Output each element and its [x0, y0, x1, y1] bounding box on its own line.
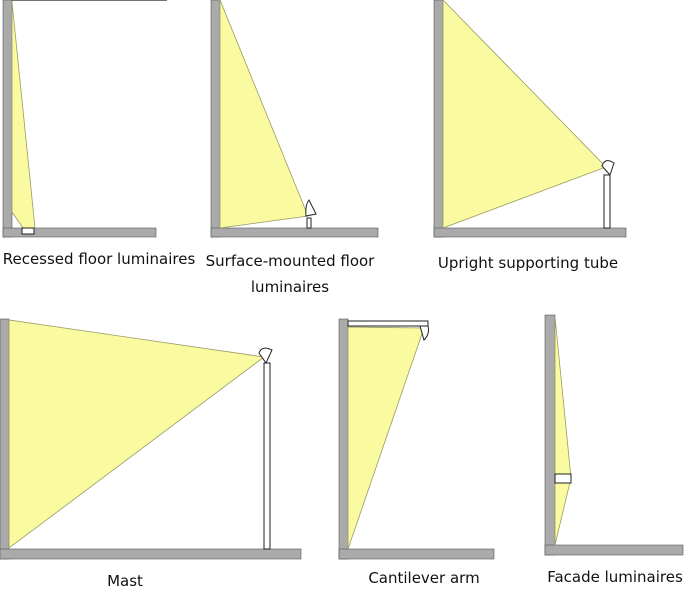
light-beam: [219, 0, 309, 229]
floor: [338, 548, 495, 560]
wall: [210, 0, 221, 238]
surface-luminaire: [305, 199, 317, 217]
floor: [210, 227, 379, 238]
caption-facade: Facade luminaires: [547, 568, 683, 586]
recessed-luminaire: [21, 227, 35, 235]
mast-pole: [263, 362, 271, 550]
wall: [338, 318, 349, 560]
floor: [0, 548, 302, 560]
caption-surface-line2: luminaires: [250, 278, 330, 296]
light-beam: [11, 1, 36, 229]
wall: [0, 318, 10, 560]
supporting-tube: [603, 174, 611, 229]
caption-mast: Mast: [107, 572, 143, 590]
floor: [433, 227, 627, 238]
panel-upright-tube: [433, 0, 627, 238]
panel-cantilever: [338, 318, 495, 560]
facade-luminaire: [554, 473, 572, 484]
light-beam: [8, 319, 266, 549]
panel-mast: [0, 318, 302, 560]
mast-luminaire: [258, 347, 273, 364]
wall: [433, 0, 444, 238]
panel-recessed-floor: [2, 0, 167, 238]
light-beam: [554, 316, 572, 546]
light-beam: [442, 0, 607, 229]
caption-upright: Upright supporting tube: [437, 254, 619, 272]
panel-surface-mounted: [210, 0, 379, 238]
upright-luminaire: [601, 160, 615, 176]
light-beam: [347, 326, 425, 550]
caption-cantilever: Cantilever arm: [368, 569, 480, 587]
floor: [544, 544, 684, 556]
caption-recessed: Recessed floor luminaires: [2, 250, 196, 268]
wall: [2, 0, 13, 238]
wall: [544, 314, 556, 556]
panel-facade: [544, 314, 684, 556]
cantilever-arm: [347, 320, 429, 327]
cantilever-luminaire: [419, 325, 429, 341]
caption-surface-line1: Surface-mounted floor: [205, 252, 375, 270]
floor: [2, 227, 157, 238]
luminaire-base: [306, 217, 312, 229]
